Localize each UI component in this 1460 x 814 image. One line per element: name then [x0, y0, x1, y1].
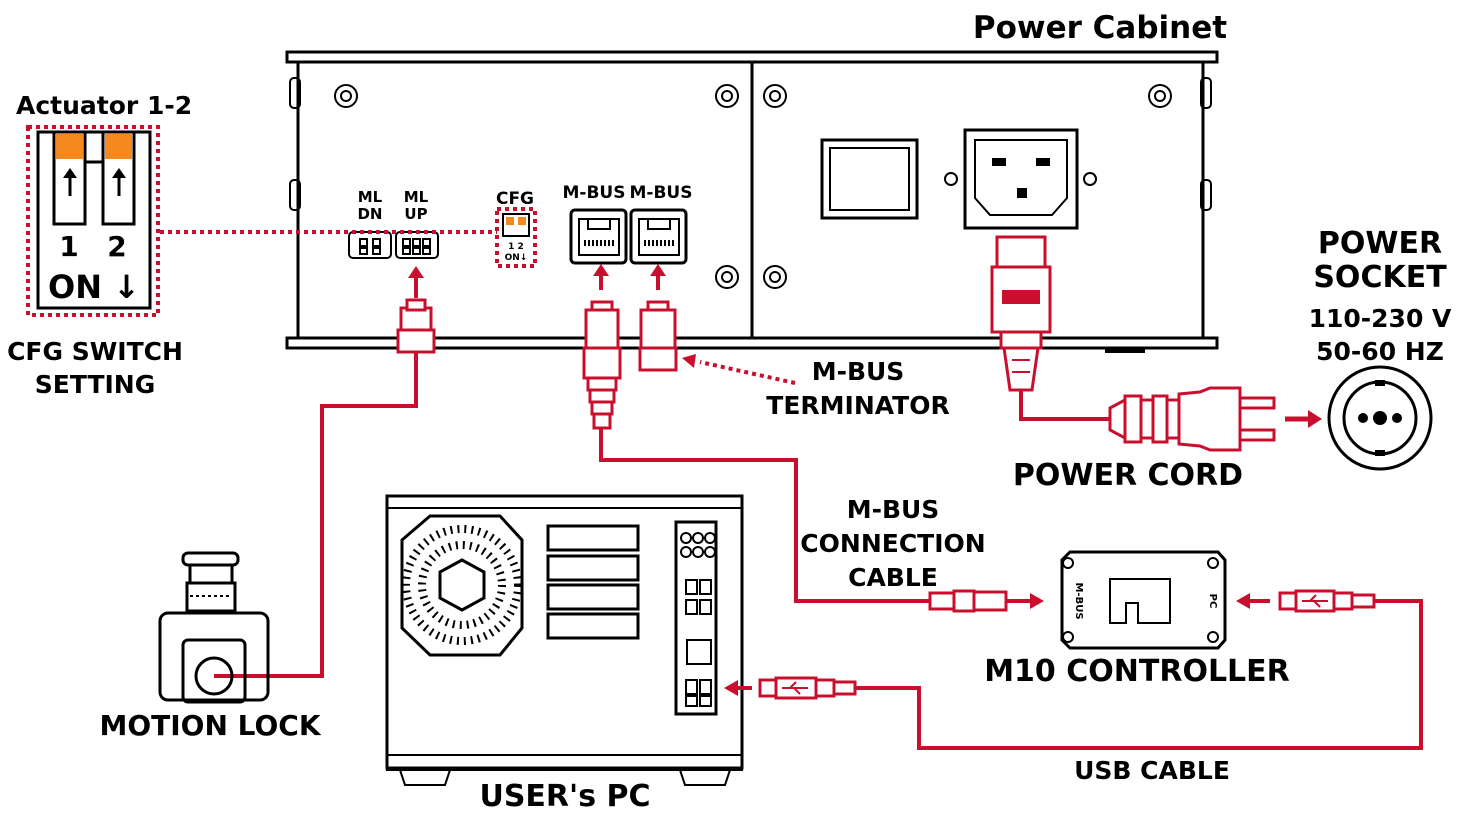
- ml-dn-port: [348, 231, 392, 259]
- motion-lock-label: MOTION LOCK: [99, 709, 321, 742]
- users-pc: USER's PC: [385, 494, 744, 814]
- controller-mbus-label: M-BUS: [1073, 582, 1084, 619]
- mbus-port-label-1: M-BUS: [563, 183, 626, 203]
- mbus-term-label-1: M-BUS: [812, 357, 905, 386]
- actuator-title: Actuator 1-2: [16, 91, 192, 120]
- cfg-small-on: ON↓: [505, 253, 528, 263]
- actuator-dip-detail: Actuator 1-2 1 2 ON ↓ CFG SWITCH SETTING: [7, 91, 192, 399]
- mbus-connection-cable: [582, 264, 1044, 613]
- dip-number-2: 2: [107, 230, 126, 263]
- ml-connectors: ML DN ML UP: [348, 188, 439, 259]
- arrow-up-icon: [63, 168, 126, 196]
- controller-pc-label: PC: [1207, 594, 1218, 609]
- motion-lock-device: MOTION LOCK: [99, 551, 322, 742]
- cfg-dip-switch: CFG 1 2 ON↓: [495, 189, 537, 268]
- m10-controller: M-BUS PC M10 CONTROLLER: [984, 550, 1290, 689]
- dip-on-label: ON ↓: [48, 268, 140, 306]
- power-cabinet: [285, 50, 1219, 353]
- power-cord: [990, 235, 1322, 452]
- cfg-small-nums: 1 2: [508, 242, 524, 252]
- m10-controller-label: M10 CONTROLLER: [984, 654, 1290, 689]
- usb-trident-icon: [782, 594, 1328, 695]
- power-socket-label-2: SOCKET: [1313, 260, 1447, 295]
- ml-up-label-1: ML: [404, 188, 429, 206]
- usb-cable-label: USB CABLE: [1074, 756, 1230, 785]
- ml-dn-label-1: ML: [358, 188, 383, 206]
- schuko-plug-icon: [1108, 386, 1276, 452]
- power-cord-label: POWER CORD: [1013, 458, 1243, 493]
- mbus-conn-label-3: CABLE: [848, 563, 938, 592]
- ml-up-label-2: UP: [404, 205, 427, 223]
- cfg-label: CFG: [496, 189, 534, 209]
- motion-lock-cable: [214, 266, 436, 678]
- usb-cable: [724, 589, 1423, 750]
- mbus-conn-label-2: CONNECTION: [800, 529, 985, 558]
- frequency-label: 50-60 HZ: [1316, 337, 1444, 366]
- cfg-switch-label-1: CFG SWITCH: [7, 337, 183, 366]
- power-socket-label-1: POWER: [1318, 226, 1442, 261]
- cfg-switch-label-2: SETTING: [35, 370, 156, 399]
- voltage-label: 110-230 V: [1309, 304, 1452, 333]
- mbus-terminator: [638, 264, 796, 385]
- users-pc-label: USER's PC: [479, 779, 650, 814]
- power-socket: POWER SOCKET 110-230 V 50-60 HZ: [1309, 226, 1452, 471]
- mbus-port-label-2: M-BUS: [630, 183, 693, 203]
- mbus-term-label-2: TERMINATOR: [766, 391, 949, 420]
- dip-number-1: 1: [59, 230, 78, 263]
- ml-dn-label-2: DN: [357, 205, 382, 223]
- mbus-conn-label-1: M-BUS: [847, 495, 940, 524]
- mbus-ports: M-BUS M-BUS: [563, 183, 693, 265]
- screw-icon: [334, 84, 1172, 289]
- power-cabinet-title: Power Cabinet: [973, 10, 1227, 46]
